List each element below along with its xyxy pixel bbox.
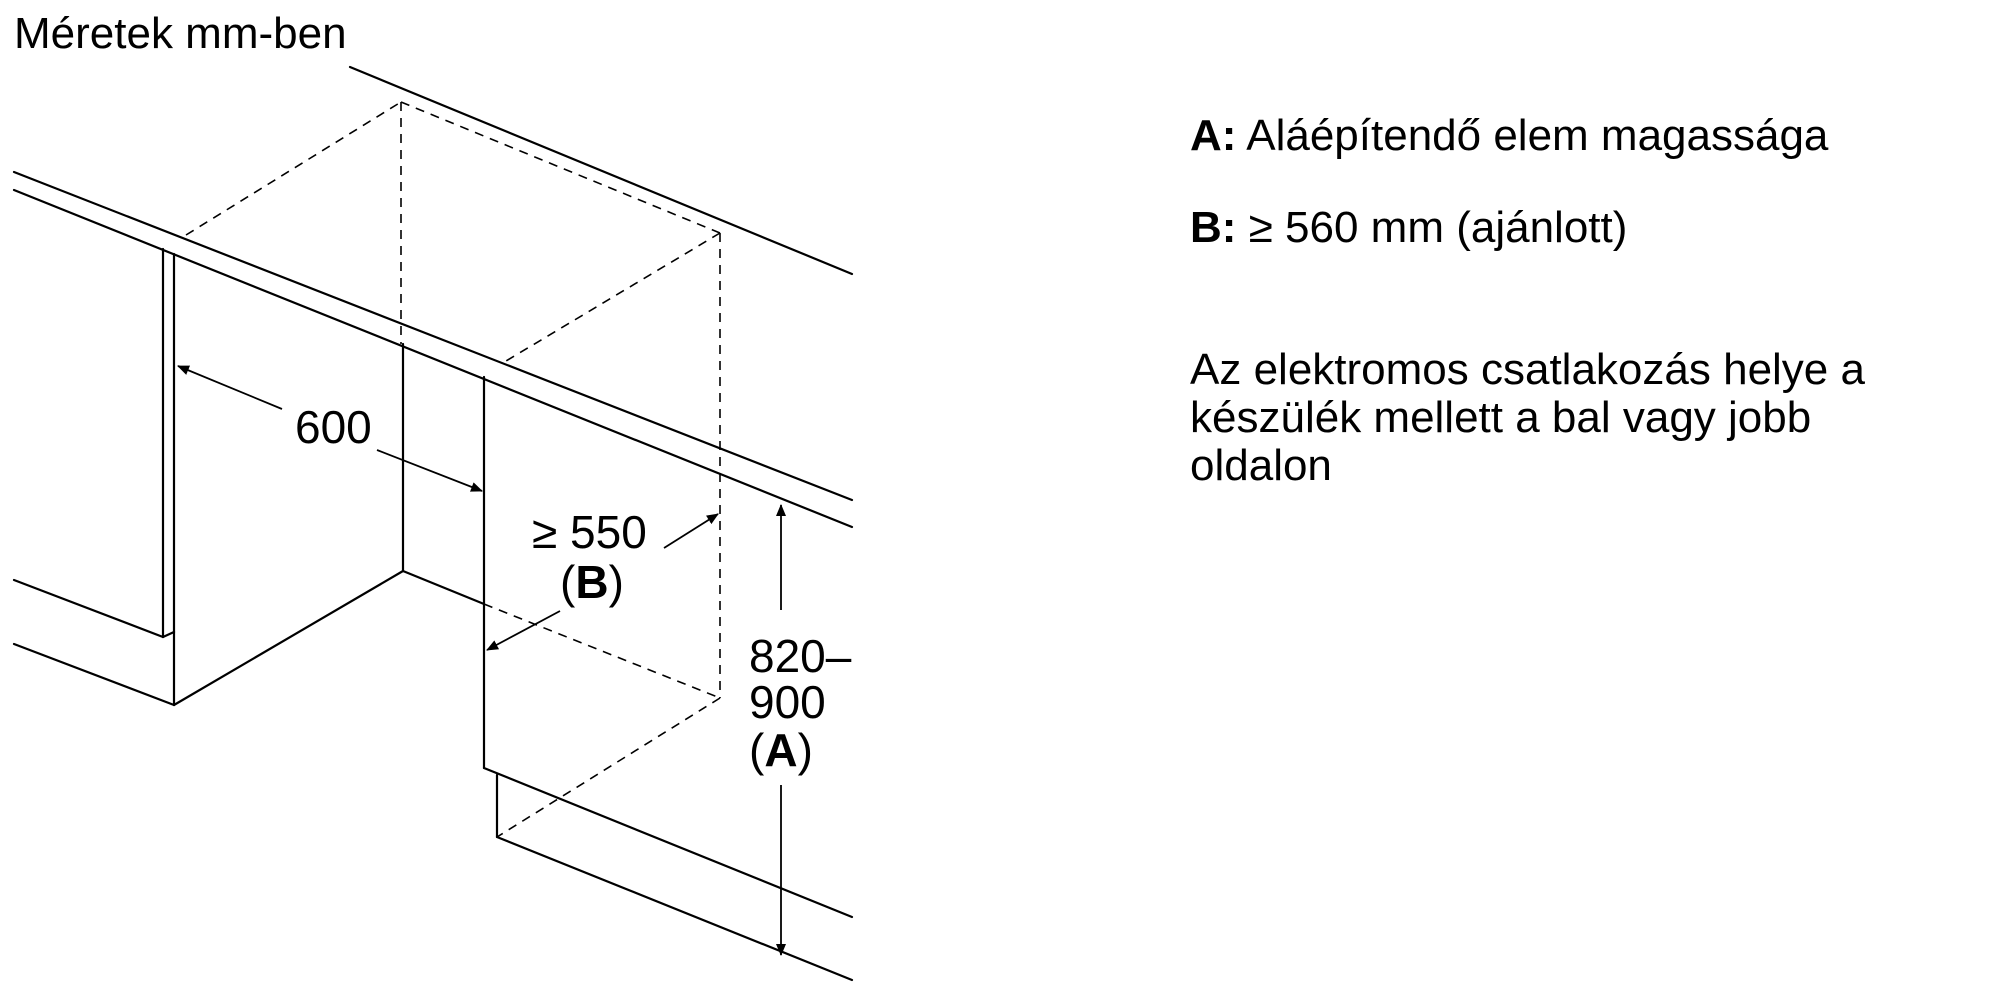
left-cabinet <box>12 247 176 707</box>
width-dimension: 600 <box>177 365 483 492</box>
niche <box>172 342 486 707</box>
note-line-2: készülék mellett a bal vagy jobb <box>1190 393 1812 442</box>
height-dimension-ref: (A) <box>749 724 813 776</box>
legend-item-a: A: Aláépítendő elem magassága <box>1190 112 1980 160</box>
note-line-1: Az elektromos csatlakozás helye a <box>1190 345 1865 394</box>
depth-dimension-ref: (B) <box>560 556 624 608</box>
height-dimension-label-line2: 900 <box>749 676 826 728</box>
width-dimension-label: 600 <box>295 401 372 453</box>
depth-dimension: ≥ 550 (B) <box>486 506 719 651</box>
legend: A: Aláépítendő elem magassága B: ≥ 560 m… <box>1190 112 1980 490</box>
legend-text-a: Aláépítendő elem magassága <box>1236 111 1829 160</box>
legend-key-a: A: <box>1190 111 1237 160</box>
electrical-connection-note: Az elektromos csatlakozás helye a készül… <box>1190 346 1980 490</box>
right-cabinet <box>482 375 854 982</box>
page-title: Méretek mm-ben <box>14 9 347 58</box>
legend-item-b: B: ≥ 560 mm (ajánlott) <box>1190 204 1980 252</box>
depth-dimension-label: ≥ 550 <box>532 506 647 558</box>
note-line-3: oldalon <box>1190 441 1332 490</box>
legend-text-b: ≥ 560 mm (ajánlott) <box>1236 203 1628 252</box>
height-dimension: 820– 900 (A) <box>749 504 852 956</box>
hidden-edges <box>185 101 721 838</box>
legend-key-b: B: <box>1190 203 1237 252</box>
height-dimension-label-line1: 820– <box>749 630 852 682</box>
worktop <box>12 65 854 529</box>
